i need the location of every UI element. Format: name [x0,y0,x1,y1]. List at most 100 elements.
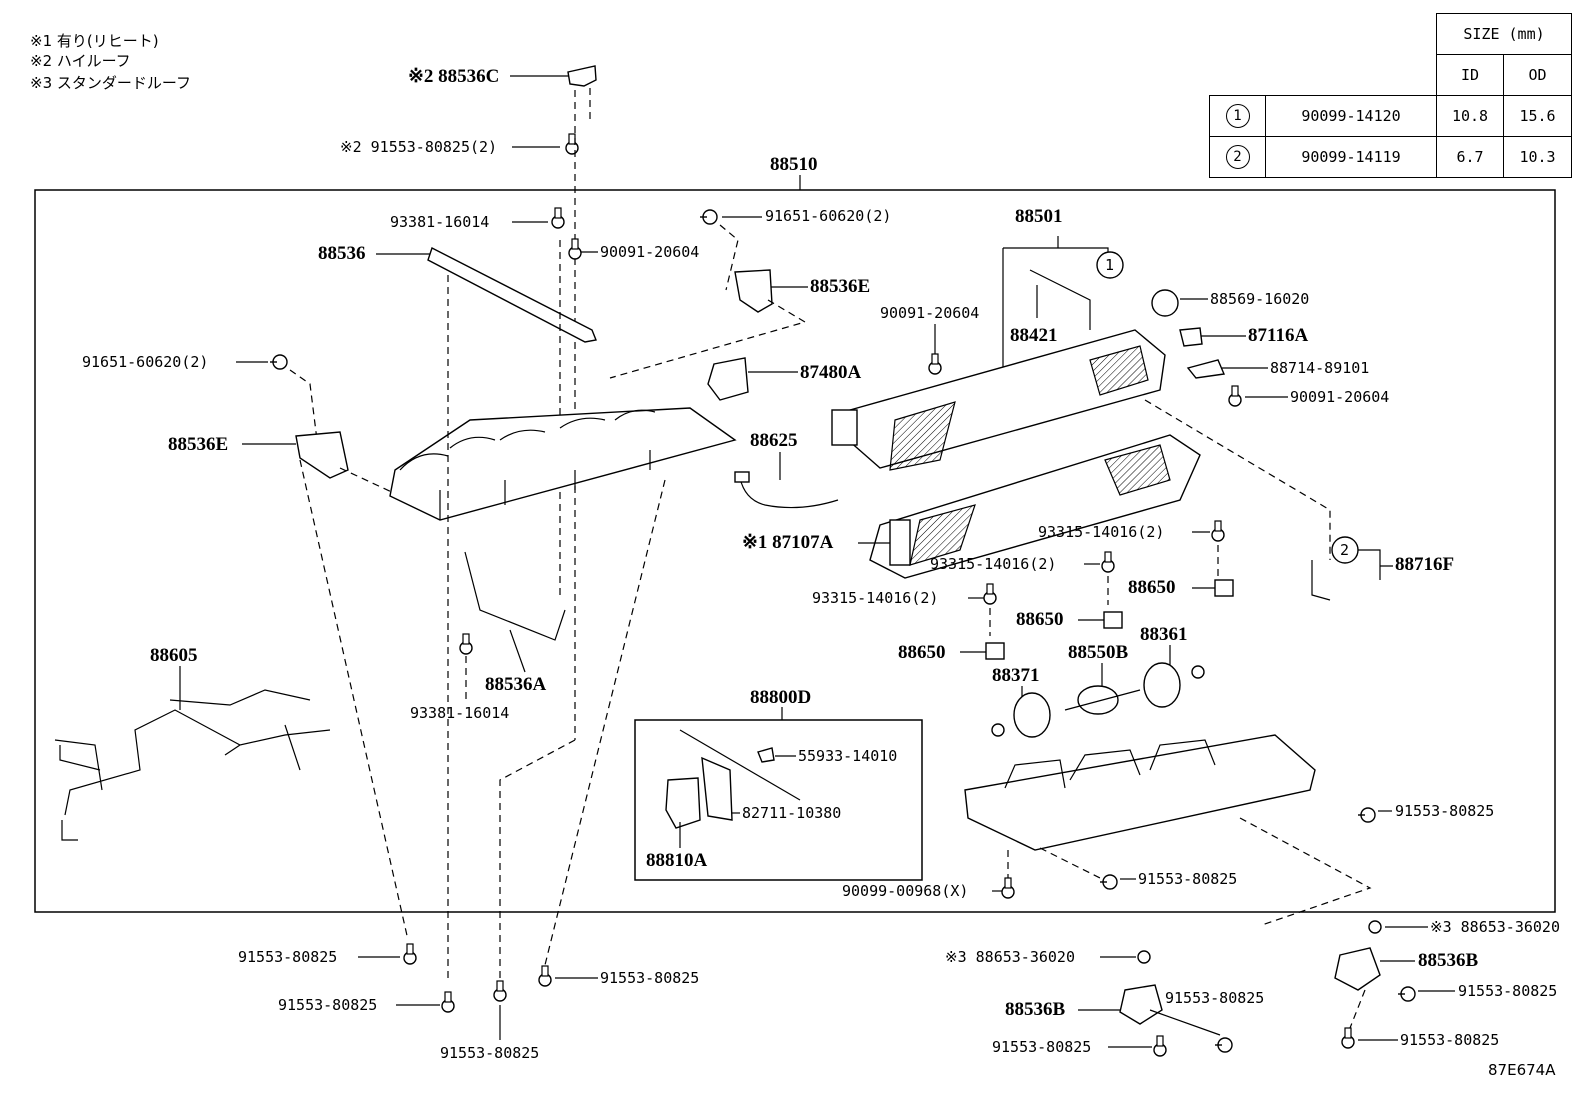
bolt-icon [1153,1035,1167,1057]
lower-air-duct [964,734,1316,851]
label-88625: 88625 [750,430,798,451]
fan-88361 [1143,662,1181,708]
sensor-88421 [1029,269,1091,330]
label-88536b-a: 88536B [1005,999,1066,1020]
bolt-icon [568,238,582,260]
screw-icon [1357,807,1376,823]
bolt-icon [1211,520,1225,542]
clip-88650 [1214,579,1234,597]
bolt-icon [1341,1027,1355,1049]
label-88536c: ※2 88536C [408,66,499,87]
label-91553-c2: 91553-80825 [992,1038,1091,1056]
fan-88371 [1013,692,1051,738]
bracket-88536 [427,247,597,343]
label-93315-a: 93315-14016(2) [1038,523,1164,541]
bolt-icon [983,583,997,605]
label-88510: 88510 [770,154,818,175]
actuator-88810a [665,777,701,829]
label-55933: 55933-14010 [798,747,897,765]
label-88536b-b: 88536B [1418,950,1479,971]
label-90091-c: 90091-20604 [1290,388,1389,406]
wire-harness-88605 [54,689,331,816]
bracket-82711 [701,756,733,821]
nut-88653 [1368,920,1382,934]
bracket-88536c [567,65,597,87]
motor-88550b [1077,685,1119,715]
upper-air-duct [389,407,737,521]
note-2: ※2 ハイルーフ [30,52,131,70]
label-91651-b: 91651-60620(2) [82,353,208,371]
label-88550b: 88550B [1068,642,1129,663]
od-value: 15.6 [1503,95,1572,137]
label-91553-b4: 91553-80825 [440,1044,539,1062]
size-table: SIZE (mm) ID OD 1 90099-14120 10.8 15.6 … [1209,13,1572,178]
label-91553-b3: 91553-80825 [600,969,699,987]
part-number: 90099-14119 [1265,136,1437,178]
label-88716f: 88716F [1395,554,1454,575]
bolt-icon [1001,877,1015,899]
label-93315-b: 93315-14016(2) [930,555,1056,573]
label-88605: 88605 [150,645,198,666]
table-row: 2 90099-14119 6.7 10.3 [1209,136,1572,178]
label-90091-a: 90091-20604 [600,243,699,261]
size-header: SIZE (mm) [1436,13,1572,55]
ring-88569 [1151,289,1179,317]
screw-icon [269,354,288,370]
bolt-icon [493,980,507,1002]
plate-88714 [1186,359,1226,379]
nut-88653 [1137,950,1151,964]
label-88421: 88421 [1010,325,1058,346]
sensor-88716f [1311,560,1331,601]
screw-icon [1214,1037,1233,1053]
label-88361: 88361 [1140,624,1188,645]
label-90091-b: 90091-20604 [880,304,979,322]
label-91553-c3: 91553-80825 [1458,982,1557,1000]
label-91553-b2: 91553-80825 [278,996,377,1014]
note-1: ※1 有り(リヒート) [30,32,159,50]
label-91553-c4: 91553-80825 [1400,1031,1499,1049]
table-row: 1 90099-14120 10.8 15.6 [1209,95,1572,137]
label-87480a: 87480A [800,362,862,383]
mark-1: 1 [1105,256,1114,274]
label-91553-c1: 91553-80825 [1165,989,1264,1007]
bolt-icon [538,965,552,987]
bolt-icon [928,353,942,375]
clamp-88536b-b [1334,947,1381,991]
clip-88650 [985,642,1005,660]
id-value: 6.7 [1436,136,1504,178]
label-93381-b: 93381-16014 [410,704,509,722]
label-87107a: ※1 87107A [742,532,834,553]
part-87116a [1179,327,1203,347]
figure-code: 87E674A [1488,1061,1556,1079]
col-id-header: ID [1436,54,1504,96]
note-3: ※3 スタンダードルーフ [30,74,191,92]
circle-mark: 2 [1225,145,1250,169]
label-88810a: 88810A [646,850,708,871]
label-88536: 88536 [318,243,366,264]
label-90099: 90099-00968(X) [842,882,968,900]
label-87116a: 87116A [1248,325,1308,346]
label-91553-r1: 91553-80825 [1395,802,1494,820]
screw-icon [699,209,718,225]
label-88536a: 88536A [485,674,547,695]
label-88650-b: 88650 [1016,609,1064,630]
label-91553-r2: 91553-80825 [1138,870,1237,888]
label-88569: 88569-16020 [1210,290,1309,308]
circle-mark: 1 [1225,104,1250,128]
assembly-88510-frame [34,189,1556,913]
label-88653-b: ※3 88653-36020 [1430,918,1560,936]
kit-88800d-box [634,719,923,881]
screw-icon [1397,986,1416,1002]
label-88650-a: 88650 [1128,577,1176,598]
rod [679,729,801,801]
bolt-icon [565,133,579,155]
circle-mark-1 [1096,251,1124,279]
label-82711: 82711-10380 [742,804,841,822]
bolt-icon [403,943,417,965]
bracket-88536a [464,551,566,641]
bolt-icon [551,207,565,229]
part-87480a [707,357,749,401]
label-88650-c: 88650 [898,642,946,663]
label-91651-a: 91651-60620(2) [765,207,891,225]
